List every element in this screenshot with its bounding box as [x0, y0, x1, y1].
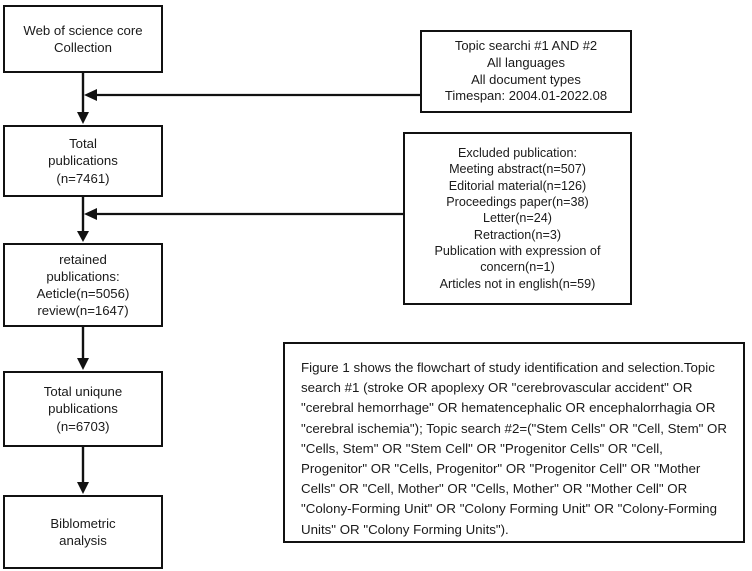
connector-source-to-total	[77, 73, 89, 124]
node-retained-publications: retained publications: Aeticle(n=5056) r…	[3, 243, 163, 327]
connector-excluded-to-flow	[84, 208, 403, 220]
node-total-publications: Total publications (n=7461)	[3, 125, 163, 197]
node-web-of-science-core-collection: Web of science core Collection	[3, 5, 163, 73]
connector-unique-to-analysis	[77, 447, 89, 494]
node-total-unique-publications: Total uniqune publications (n=6703)	[3, 371, 163, 447]
figure-caption-box: Figure 1 shows the flowchart of study id…	[283, 342, 745, 543]
annotation-topic-search-criteria: Topic searchi #1 AND #2 All languages Al…	[420, 30, 632, 113]
connector-topic-search-to-flow	[84, 89, 420, 101]
annotation-excluded-publications: Excluded publication: Meeting abstract(n…	[403, 132, 632, 305]
connector-retained-to-unique	[77, 327, 89, 370]
node-bibliometric-analysis: Biblometric analysis	[3, 495, 163, 569]
connector-total-to-retained	[77, 197, 89, 242]
